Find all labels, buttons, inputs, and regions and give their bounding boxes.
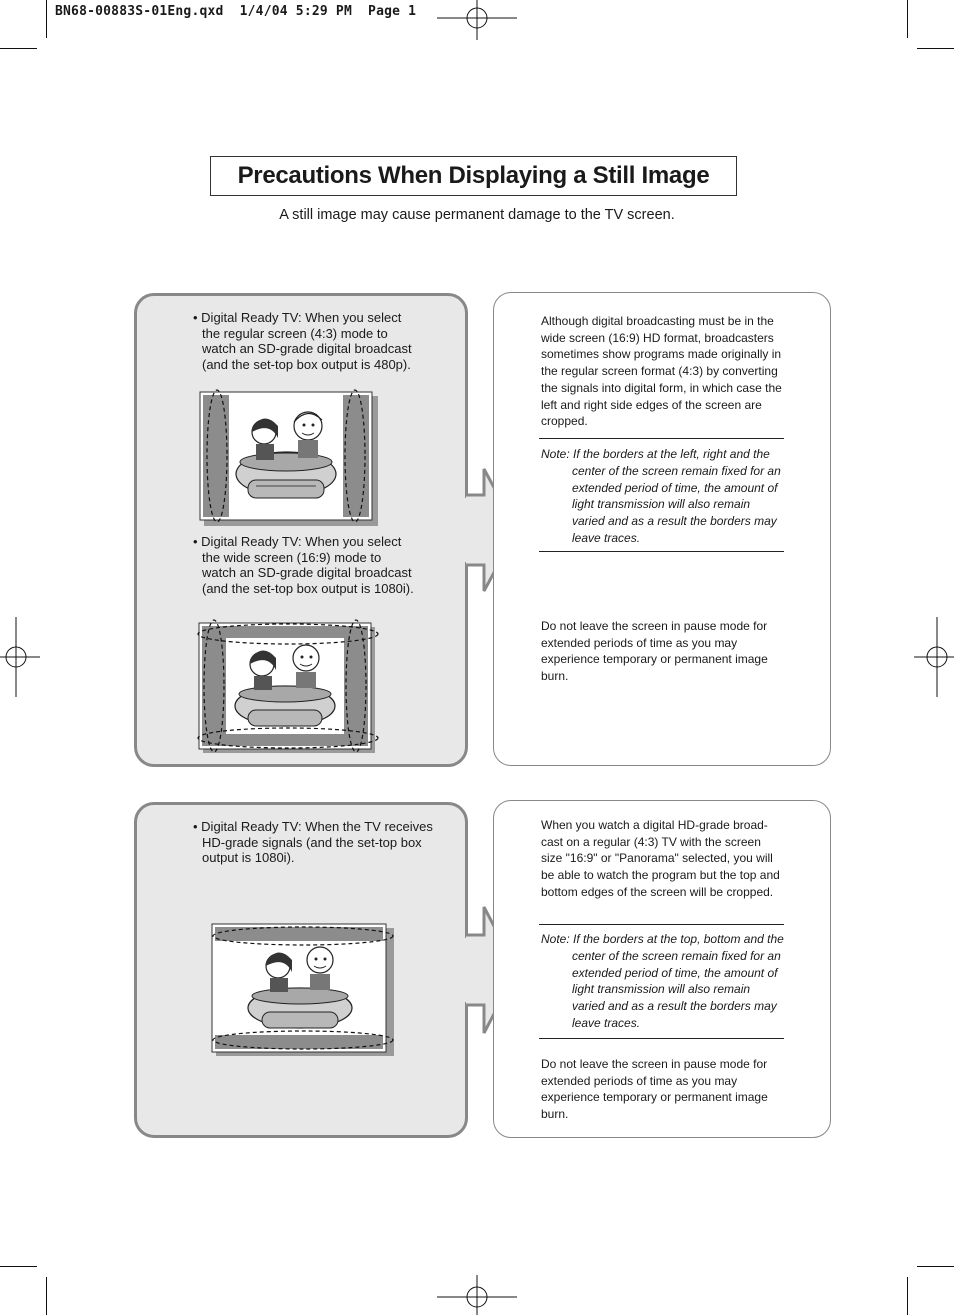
page-subtitle: A still image may cause permanent damage…	[279, 207, 675, 223]
section2-text-panel	[493, 800, 831, 1138]
registration-mark-bottom	[437, 1275, 517, 1315]
section2-note: Note: If the borders at the top, bottom …	[541, 932, 784, 1030]
section2-note-rule-bottom	[539, 1038, 784, 1039]
section1-body-text: Although digital broadcasting must be in…	[541, 314, 782, 429]
section1-warning: Do not leave the screen in pause mode fo…	[541, 619, 768, 684]
tv-illustration-4x3	[199, 389, 378, 526]
title-box: Precautions When Displaying a Still Imag…	[210, 156, 737, 196]
registration-mark-left	[0, 617, 40, 697]
section1-text-panel	[493, 292, 831, 766]
section1-note: Note: If the borders at the left, right …	[541, 447, 781, 545]
section2-warning: Do not leave the screen in pause mode fo…	[541, 1057, 768, 1122]
printer-header: BN68-00883S-01Eng.qxd 1/4/04 5:29 PM Pag…	[55, 4, 417, 19]
section2-note-rule-top	[539, 924, 784, 925]
tv-illustration-16x9-sd	[197, 619, 379, 753]
registration-mark-top	[437, 0, 517, 40]
section2-bullet-hd: • Digital Ready TV: When the TV receives…	[193, 819, 433, 866]
section1-note-rule-top	[539, 438, 784, 439]
page-title: Precautions When Displaying a Still Imag…	[237, 162, 710, 189]
section1-bullet-480p: • Digital Ready TV: When you select the …	[193, 310, 412, 372]
section1-note-rule-bottom	[539, 551, 784, 552]
section2-body-text: When you watch a digital HD-grade broad-…	[541, 818, 780, 899]
registration-mark-right	[914, 617, 954, 697]
section1-bullet-1080i: • Digital Ready TV: When you select the …	[193, 534, 414, 596]
tv-illustration-hd	[211, 923, 394, 1056]
